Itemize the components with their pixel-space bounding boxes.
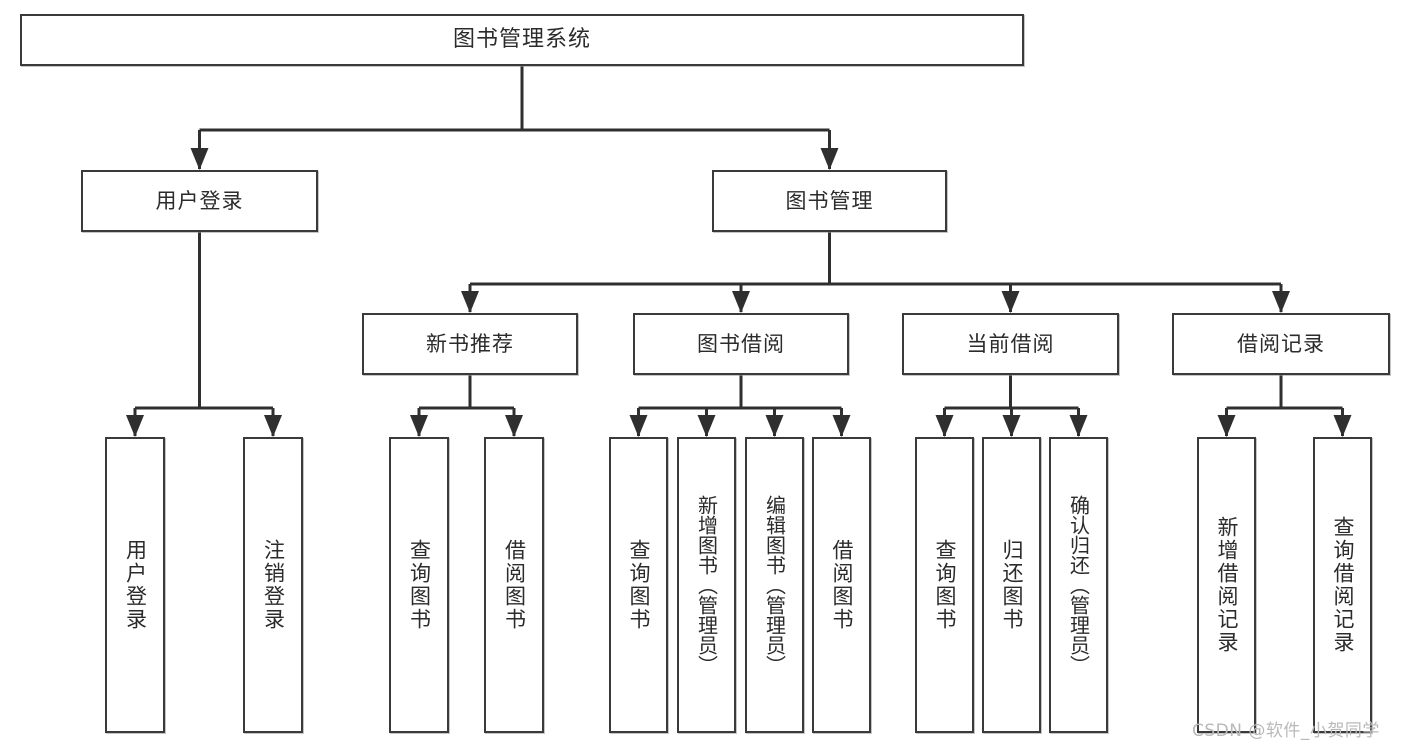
node-label: 用户登录 bbox=[123, 539, 148, 631]
node-leaf-confirm-return[interactable]: 确认归还（管理员） bbox=[1049, 437, 1108, 733]
node-label: 借阅图书 bbox=[502, 539, 527, 631]
node-borrow[interactable]: 图书借阅 bbox=[633, 313, 849, 375]
edge-arrowhead bbox=[190, 148, 209, 170]
node-records[interactable]: 借阅记录 bbox=[1172, 313, 1390, 375]
edge-arrowhead bbox=[1272, 291, 1290, 313]
node-leaf-user-logout[interactable]: 注销登录 bbox=[243, 437, 303, 733]
edge-arrowhead bbox=[765, 415, 784, 437]
node-label: 当前借阅 bbox=[966, 331, 1055, 356]
node-label: 图书借阅 bbox=[697, 331, 785, 356]
node-label: 图书管理 bbox=[785, 188, 874, 213]
edge-arrowhead bbox=[697, 415, 716, 437]
node-newbook[interactable]: 新书推荐 bbox=[362, 313, 578, 375]
node-leaf-add-book[interactable]: 新增图书（管理员） bbox=[677, 437, 736, 733]
edge-arrowhead bbox=[935, 415, 954, 437]
node-label: 查询图书 bbox=[627, 539, 651, 631]
node-label: 编辑图书（管理员） bbox=[762, 495, 787, 675]
edge-arrowhead bbox=[732, 291, 750, 313]
edge-arrowhead bbox=[126, 415, 144, 437]
node-current[interactable]: 当前借阅 bbox=[902, 313, 1119, 375]
edge-arrowhead bbox=[264, 415, 282, 437]
edge-arrowhead bbox=[461, 291, 479, 313]
node-label: 新书推荐 bbox=[426, 331, 514, 356]
node-leaf-query-record[interactable]: 查询借阅记录 bbox=[1313, 437, 1372, 733]
node-leaf-query-book-3[interactable]: 查询图书 bbox=[915, 437, 974, 733]
edge-arrowhead bbox=[505, 415, 523, 437]
node-label: 确认归还（管理员） bbox=[1066, 495, 1091, 675]
node-login[interactable]: 用户登录 bbox=[81, 170, 318, 232]
node-root[interactable]: 图书管理系统 bbox=[20, 14, 1024, 66]
node-leaf-borrow-book-2[interactable]: 借阅图书 bbox=[812, 437, 871, 733]
node-label: 图书管理系统 bbox=[452, 27, 591, 53]
node-label: 注销登录 bbox=[261, 539, 286, 631]
node-label: 借阅图书 bbox=[830, 539, 854, 631]
edge-arrowhead bbox=[1002, 415, 1021, 437]
node-bookmgmt[interactable]: 图书管理 bbox=[712, 170, 947, 232]
node-leaf-borrow-book-1[interactable]: 借阅图书 bbox=[484, 437, 544, 733]
node-leaf-add-record[interactable]: 新增借阅记录 bbox=[1197, 437, 1256, 733]
node-label: 用户登录 bbox=[155, 188, 244, 213]
node-label: 查询借阅记录 bbox=[1331, 516, 1355, 654]
node-leaf-user-login[interactable]: 用户登录 bbox=[105, 437, 165, 733]
edge-arrowhead bbox=[1001, 291, 1020, 313]
node-leaf-return-book[interactable]: 归还图书 bbox=[982, 437, 1041, 733]
edge-arrowhead bbox=[820, 148, 839, 170]
edge-arrowhead bbox=[832, 415, 851, 437]
node-label: 新增图书（管理员） bbox=[694, 495, 719, 675]
node-leaf-query-book-1[interactable]: 查询图书 bbox=[389, 437, 449, 733]
node-label: 新增借阅记录 bbox=[1215, 516, 1239, 654]
edge-arrowhead bbox=[1217, 415, 1236, 437]
node-leaf-query-book-2[interactable]: 查询图书 bbox=[609, 437, 668, 733]
node-label: 归还图书 bbox=[1000, 539, 1024, 631]
node-leaf-edit-book[interactable]: 编辑图书（管理员） bbox=[745, 437, 804, 733]
node-label: 查询图书 bbox=[933, 539, 957, 631]
node-label: 查询图书 bbox=[407, 539, 432, 631]
csdn-watermark: CSDN @软件_小贺同学 bbox=[1192, 721, 1380, 741]
edge-arrowhead bbox=[1333, 415, 1352, 437]
edge-arrowhead bbox=[1069, 415, 1088, 437]
edge-arrowhead bbox=[410, 415, 428, 437]
node-label: 借阅记录 bbox=[1237, 331, 1325, 356]
edge-arrowhead bbox=[629, 415, 648, 437]
